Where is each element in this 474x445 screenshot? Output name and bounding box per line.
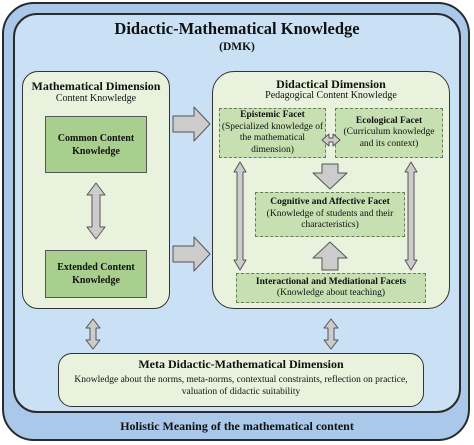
- holistic-meaning-footer: Holistic Meaning of the mathematical con…: [120, 419, 354, 433]
- cognitive-affective-facet-body: (Knowledge of students and their charact…: [266, 208, 394, 231]
- horizontal-double-arrow-icon: [321, 133, 341, 147]
- interactional-mediational-facet-body: (Knowledge about teaching): [276, 288, 386, 298]
- vertical-double-arrow-icon: [85, 318, 101, 350]
- down-arrow-icon: [312, 163, 348, 190]
- meta-dimension-heading: Meta Didactic-Mathematical Dimension: [138, 357, 344, 371]
- vertical-double-arrow-icon: [323, 318, 339, 350]
- cognitive-affective-facet-title: Cognitive and Affective Facet: [270, 197, 390, 208]
- didactical-dimension-subheading: Pedagogical Content Knowledge: [265, 90, 397, 101]
- vertical-double-arrow-icon: [404, 161, 418, 271]
- didactical-dimension-heading: Didactical Dimension: [276, 77, 386, 91]
- diagram-subtitle: (DMK): [219, 41, 255, 53]
- interactional-mediational-facet-title: Interactional and Mediational Facets: [255, 276, 407, 287]
- extended-content-knowledge-label: Extended Content Knowledge: [57, 262, 135, 286]
- meta-dimension-panel: [58, 353, 424, 407]
- mathematical-dimension-heading: Mathematical Dimension: [31, 79, 161, 93]
- meta-dimension-body: Knowledge about the norms, meta-norms, c…: [74, 375, 408, 397]
- right-arrow-icon: [172, 236, 211, 272]
- cognitive-affective-facet-box: Cognitive and Affective Facet (Knowledge…: [255, 192, 405, 237]
- common-content-knowledge-label: Common Content Knowledge: [57, 132, 135, 157]
- vertical-double-arrow-icon: [233, 161, 247, 271]
- interactional-mediational-facet-box: Interactional and Mediational Facets (Kn…: [236, 273, 426, 303]
- ecological-facet-title: Ecological Facet: [355, 115, 423, 126]
- right-arrow-icon: [172, 106, 211, 142]
- epistemic-facet-body: (Specialized knowledge of the mathematic…: [221, 121, 324, 155]
- extended-content-knowledge-box: Extended Content Knowledge: [45, 250, 147, 298]
- up-arrow-icon: [312, 241, 348, 271]
- ecological-facet-box: Ecological Facet (Curriculum knowledge a…: [335, 108, 443, 158]
- common-content-knowledge-box: Common Content Knowledge: [45, 116, 147, 173]
- vertical-double-arrow-icon: [86, 182, 106, 240]
- epistemic-facet-title: Epistemic Facet: [240, 110, 305, 120]
- epistemic-facet-box: Epistemic Facet (Specialized knowledge o…: [219, 108, 326, 158]
- mathematical-dimension-subheading: Content Knowledge: [55, 93, 137, 104]
- diagram-title: Didactic-Mathematical Knowledge: [114, 19, 360, 38]
- ecological-facet-body: (Curriculum knowledge and its context): [343, 127, 435, 149]
